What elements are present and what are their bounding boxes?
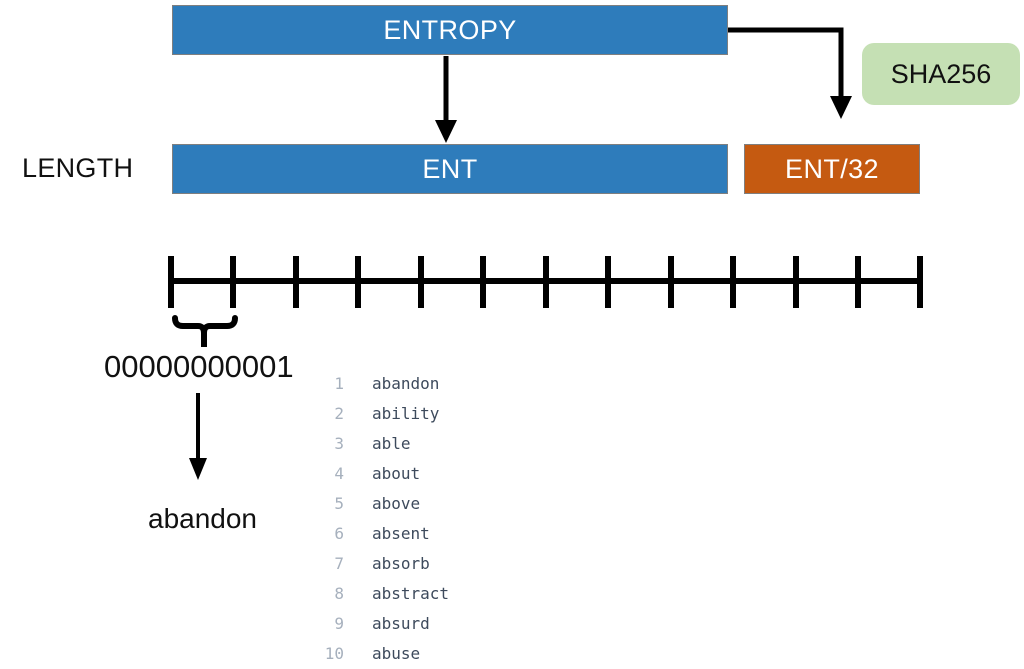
wordlist: 1 abandon 2 ability 3 able 4 about 5 abo…: [308, 368, 449, 668]
wordlist-row: 3 able: [308, 428, 449, 458]
entropy-to-ent32-elbow-arrow: [728, 27, 852, 119]
first-segment-brace: [172, 315, 238, 347]
wordlist-word: abstract: [372, 583, 450, 603]
ent32-bar: ENT/32: [744, 144, 920, 194]
wordlist-word: about: [372, 463, 421, 483]
ent32-bar-label: ENT/32: [785, 153, 879, 184]
binary-to-word-arrow: [189, 393, 207, 480]
wordlist-row: 2 ability: [308, 398, 449, 428]
ent-bar-label: ENT: [422, 153, 478, 184]
wordlist-word: abandon: [372, 373, 440, 393]
wordlist-word: ability: [372, 403, 440, 423]
wordlist-index: 10: [324, 643, 344, 663]
entropy-to-ent-arrow: [435, 56, 457, 143]
ent-bar: ENT: [172, 144, 728, 194]
bit-ruler: [168, 256, 923, 308]
wordlist-row: 1 abandon: [308, 368, 449, 398]
binary-index-text: 00000000001: [104, 349, 294, 384]
wordlist-row: 8 abstract: [308, 578, 449, 608]
wordlist-index: 5: [334, 493, 344, 513]
wordlist-index: 2: [334, 403, 344, 423]
wordlist-row: 6 absent: [308, 518, 449, 548]
result-word-text: abandon: [148, 503, 258, 534]
wordlist-index: 6: [334, 523, 344, 543]
wordlist-word: absurd: [372, 613, 430, 633]
length-row-label: LENGTH: [22, 153, 134, 183]
wordlist-row: 4 about: [308, 458, 449, 488]
ruler-ticks: [168, 256, 923, 308]
wordlist-index: 4: [334, 463, 344, 483]
entropy-bar: ENTROPY: [172, 5, 728, 55]
wordlist-index: 3: [334, 433, 344, 453]
wordlist-word: absent: [372, 523, 430, 543]
sha256-box: SHA256: [862, 43, 1020, 105]
wordlist-row: 7 absorb: [308, 548, 449, 578]
wordlist-row: 10 abuse: [308, 638, 449, 668]
sha256-label: SHA256: [890, 58, 992, 89]
wordlist-index: 8: [334, 583, 344, 603]
wordlist-index: 7: [334, 553, 344, 573]
wordlist-row: 5 above: [308, 488, 449, 518]
wordlist-word: above: [372, 493, 421, 513]
wordlist-index: 1: [334, 373, 344, 393]
wordlist-index: 9: [334, 613, 344, 633]
wordlist-word: abuse: [372, 643, 421, 663]
wordlist-word: able: [372, 433, 411, 453]
wordlist-word: absorb: [372, 553, 430, 573]
entropy-bar-label: ENTROPY: [383, 14, 517, 45]
wordlist-row: 9 absurd: [308, 608, 449, 638]
